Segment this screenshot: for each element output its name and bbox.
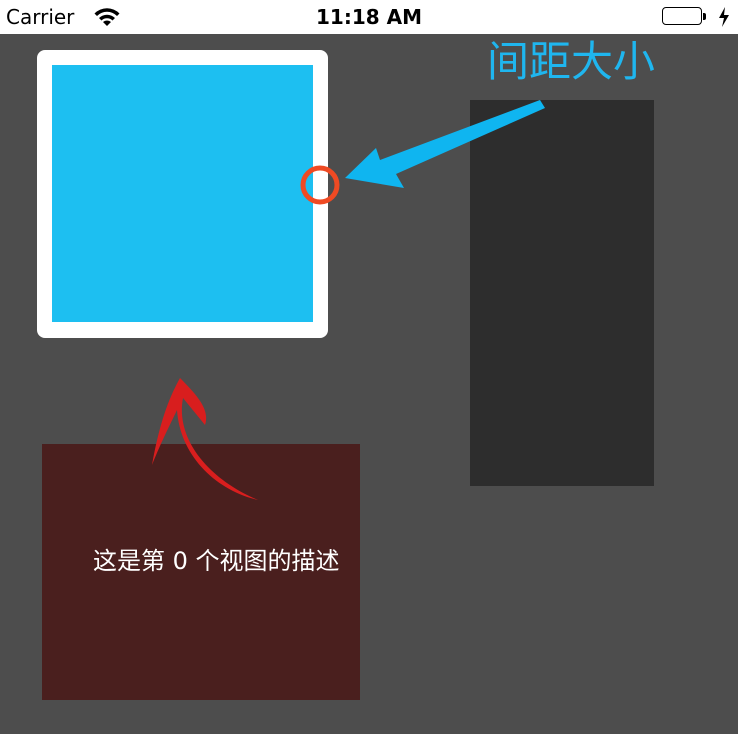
charging-bolt-icon: [718, 7, 730, 31]
dark-gray-view: [470, 100, 654, 486]
status-time: 11:18 AM: [315, 5, 422, 29]
blue-content-view: [52, 65, 313, 322]
view-description-label: 这是第 0 个视图的描述: [93, 547, 340, 575]
wifi-icon: [92, 6, 122, 32]
status-bar: Carrier 11:18 AM: [0, 0, 738, 34]
carrier-label: Carrier: [6, 5, 75, 29]
spacing-annotation-label: 间距大小: [487, 37, 656, 86]
white-bordered-card[interactable]: [37, 50, 328, 338]
battery-icon: [662, 7, 708, 27]
